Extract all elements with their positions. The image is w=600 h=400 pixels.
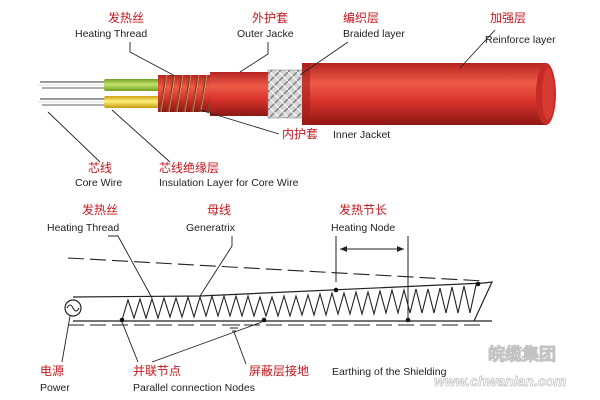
svg-text:Outer Jacke: Outer Jacke (237, 28, 294, 40)
parallel-node (261, 317, 267, 323)
svg-text:发热丝: 发热丝 (82, 202, 118, 217)
parallel-node (119, 317, 125, 323)
label-inner-jacket: 内护套 Inner Jacket (199, 109, 390, 141)
core-insulation-yellow (104, 96, 160, 108)
label-shielding-earth: 屏蔽层接地 Earthing of the Shielding (233, 331, 447, 378)
svg-text:Parallel connection Nodes: Parallel connection Nodes (133, 382, 255, 394)
label-braided-layer: 编织层 Braided layer (299, 10, 405, 76)
svg-text:芯线: 芯线 (88, 161, 112, 175)
svg-text:外护套: 外护套 (252, 11, 288, 25)
outer-jacket-body (210, 72, 272, 116)
watermark: 皖缆集团 www.chwanlan.com (434, 344, 567, 390)
label-heating-thread-bottom: 发热丝 Heating Thread (47, 202, 153, 299)
label-heating-node: 发热节长 Heating Node (331, 202, 395, 234)
svg-text:www.chwanlan.com: www.chwanlan.com (434, 373, 567, 389)
busbar-end (473, 281, 493, 322)
ac-power-source-icon (64, 299, 82, 317)
svg-text:母线: 母线 (207, 203, 231, 217)
svg-text:Heating Node: Heating Node (331, 222, 395, 234)
parallel-node (475, 281, 481, 287)
svg-text:Inner Jacket: Inner Jacket (333, 129, 390, 141)
heating-thread-zigzag (121, 284, 477, 321)
svg-text:芯线绝缘层: 芯线绝缘层 (159, 160, 219, 175)
svg-text:屏蔽层接地: 屏蔽层接地 (249, 363, 309, 378)
svg-text:Power: Power (40, 382, 70, 394)
svg-text:加强层: 加强层 (490, 11, 526, 25)
upper-busbar (72, 282, 485, 298)
label-core-wire: 芯线 Core Wire (47, 111, 122, 189)
bare-core-strands (38, 81, 106, 106)
svg-text:Core Wire: Core Wire (75, 177, 122, 189)
reinforce-layer-body (302, 63, 546, 125)
svg-text:发热节长: 发热节长 (339, 202, 387, 217)
svg-text:发热丝: 发热丝 (108, 10, 144, 25)
svg-text:Braided layer: Braided layer (343, 28, 405, 40)
cable-illustration (38, 63, 556, 125)
ground-icon (228, 324, 240, 332)
svg-text:编织层: 编织层 (343, 10, 379, 25)
core-insulation-green (104, 79, 160, 91)
svg-text:内护套: 内护套 (282, 127, 318, 141)
label-insulation-layer: 芯线绝缘层 Insulation Layer for Core Wire (111, 109, 299, 189)
label-outer-jacket: 外护套 Outer Jacke (237, 11, 294, 73)
svg-text:Insulation Layer for Core Wire: Insulation Layer for Core Wire (159, 177, 299, 189)
label-power: 电源 Power (40, 315, 71, 394)
label-heating-thread-top: 发热丝 Heating Thread (75, 10, 176, 77)
parallel-node (333, 287, 339, 293)
svg-text:Heating Thread: Heating Thread (75, 28, 147, 40)
label-parallel-nodes: 并联节点 Parallel connection Nodes (121, 321, 263, 394)
svg-text:电源: 电源 (40, 364, 64, 378)
svg-text:Generatrix: Generatrix (186, 222, 236, 234)
svg-text:皖缆集团: 皖缆集团 (488, 344, 556, 365)
svg-text:并联节点: 并联节点 (133, 364, 181, 378)
sheath-top-dashed (67, 257, 485, 282)
label-reinforce-layer: 加强层 Reinforce layer (459, 11, 556, 69)
label-generatrix: 母线 Generatrix (186, 203, 236, 297)
circuit-schematic (64, 236, 493, 332)
svg-text:Heating Thread: Heating Thread (47, 222, 119, 234)
svg-text:Reinforce layer: Reinforce layer (485, 34, 556, 46)
svg-text:Earthing of the Shielding: Earthing of the Shielding (332, 366, 447, 378)
heating-thread-coil (159, 74, 215, 113)
